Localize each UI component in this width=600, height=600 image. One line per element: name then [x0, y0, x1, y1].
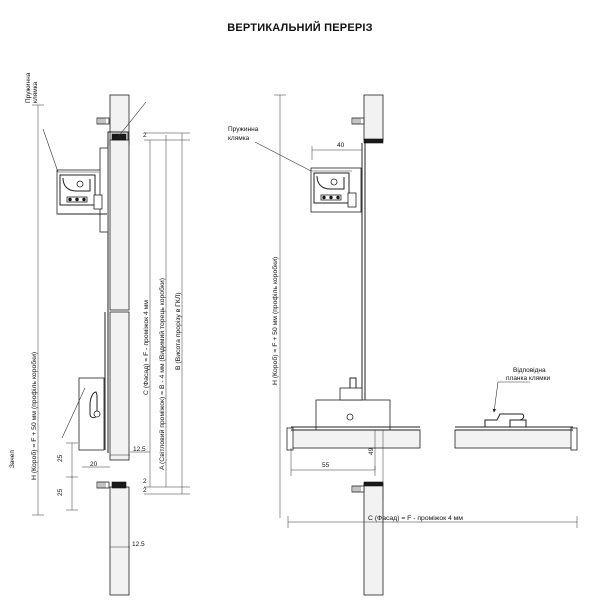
a-light-label: A (Світловий проміжок) = B - 4 мм (Видим…	[158, 278, 166, 470]
dim-12-5-a: 12.5	[133, 446, 146, 453]
catch-label: Зачеп	[9, 450, 16, 468]
wall-lower-left	[109, 311, 130, 461]
strike-label-2: планка клямки	[506, 375, 550, 382]
spring-latch-left-icon	[56, 147, 109, 233]
dim-40: 40	[337, 142, 345, 149]
b-height-label: B (Висота прорізу в ГКЛ)	[174, 292, 182, 370]
slab-left	[290, 429, 421, 449]
screw-icon	[351, 485, 365, 493]
dim-2-mid: 2	[143, 478, 147, 485]
strike-plate-icon	[484, 413, 527, 427]
spring-latch-right-icon	[310, 167, 362, 213]
dim-25-b: 25	[57, 488, 64, 496]
strike-label-1: Відповідна	[513, 366, 546, 374]
leader-line	[42, 128, 59, 173]
h-box-left-label: H (Короб) = F + 50 мм (профіль коробки)	[30, 352, 38, 480]
c-facade-bottom-label: C (Фасад) = F - проміжок 4 мм	[368, 514, 463, 522]
dim-2-top: 2	[143, 132, 147, 139]
catch-plate-icon	[78, 377, 105, 451]
c-facade-label: C (Фасад) = F - проміжок 4 мм	[142, 300, 150, 395]
wall-bottom-left	[109, 486, 130, 596]
dim-2-bot: 2	[143, 487, 147, 494]
latch-body-icon	[315, 377, 391, 431]
dim-12-5-b: 12.5	[132, 541, 145, 548]
wall-middle-left	[109, 139, 130, 311]
dim-20: 20	[90, 461, 98, 468]
wall-bottom-right	[363, 483, 384, 596]
drawing-title: ВЕРТИКАЛЬНИЙ ПЕРЕРІЗ	[227, 22, 373, 34]
screw-icon	[96, 117, 110, 125]
slab-right	[454, 429, 574, 449]
right-section	[254, 94, 578, 596]
spring-latch-right-label-2: клямка	[228, 135, 250, 142]
dim-55: 55	[322, 462, 330, 469]
wall-upper-right	[363, 94, 384, 141]
dim-49: 49	[368, 447, 375, 455]
dim-25-a: 25	[57, 454, 64, 462]
h-box-right-label: H (Короб) = F + 50 мм (профіль коробки)	[271, 257, 279, 385]
spring-latch-label-2: клямка	[32, 81, 39, 103]
screw-icon	[96, 481, 110, 489]
left-section	[32, 94, 190, 596]
screw-icon	[351, 117, 365, 125]
spring-latch-right-label-1: Пружинна	[228, 126, 259, 133]
spring-latch-label-1: Пружинна	[25, 72, 32, 103]
